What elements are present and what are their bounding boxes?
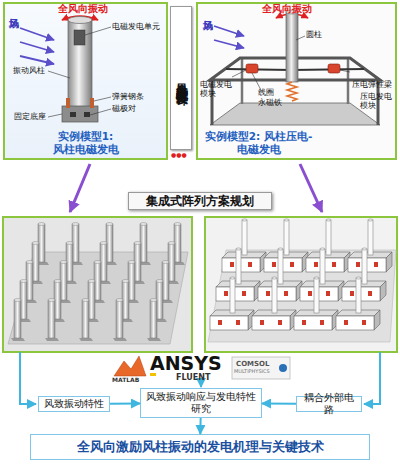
flow-arrow [199, 418, 201, 434]
result-box: 全风向激励风柱振动的发电机理与关键技术 [30, 434, 370, 460]
process-box: 耦合外部电路 [296, 396, 362, 412]
node-label: 实例模型1: 风柱电磁发电 [50, 130, 122, 156]
node-label: 风致振动特性 [44, 398, 104, 410]
node-label: 风致振动响应与发电特性研究 [144, 391, 258, 415]
part-label: 压电发电模块 [360, 92, 394, 110]
part-label: 全风向振动 [262, 3, 312, 15]
part-label: 振动风柱 [13, 66, 45, 75]
node-label: 全风向激励风柱振动的发电机理与关键技术 [77, 438, 324, 456]
part-label: 永磁铁 [258, 98, 282, 107]
process-box: 风致振动响应与发电特性研究 [140, 388, 262, 418]
part-label: 电磁发电单元 [112, 22, 160, 31]
part-label: 磁极对 [112, 104, 136, 113]
process-box: 风致振动特性 [38, 396, 110, 412]
part-label: 压电弹性梁 [352, 80, 392, 89]
part-label: ANSYS [150, 353, 222, 375]
part-label: 线圈 [258, 88, 274, 97]
flow-arrow [110, 402, 140, 404]
part-label: 全风向振动 [58, 3, 108, 15]
part-label: FLUENT [176, 373, 210, 382]
design-title-box: 全风向风柱发电方案设计 [170, 6, 192, 150]
node-label: 耦合外部电路 [300, 392, 358, 416]
node-label: 集成式阵列方案规划 [146, 193, 254, 210]
flow-arrow [262, 402, 296, 404]
part-label: 弹簧钢条 [112, 92, 144, 101]
node-label: 实例模型2: 风柱压电-电磁发电 [204, 130, 314, 156]
part-label: 电磁发电模块 [200, 80, 234, 98]
node-label: 全风向风柱发电方案设计 [173, 73, 190, 84]
part-label: COMSOL [236, 360, 270, 368]
part-label: MULTIPHYSICS [234, 369, 270, 375]
part-label: ●●● [171, 152, 187, 159]
part-label: 固定底座 [14, 112, 46, 121]
part-label: MATLAB [112, 377, 139, 384]
array-banner: 集成式阵列方案规划 [128, 192, 272, 210]
part-label: 圆柱 [306, 30, 322, 39]
